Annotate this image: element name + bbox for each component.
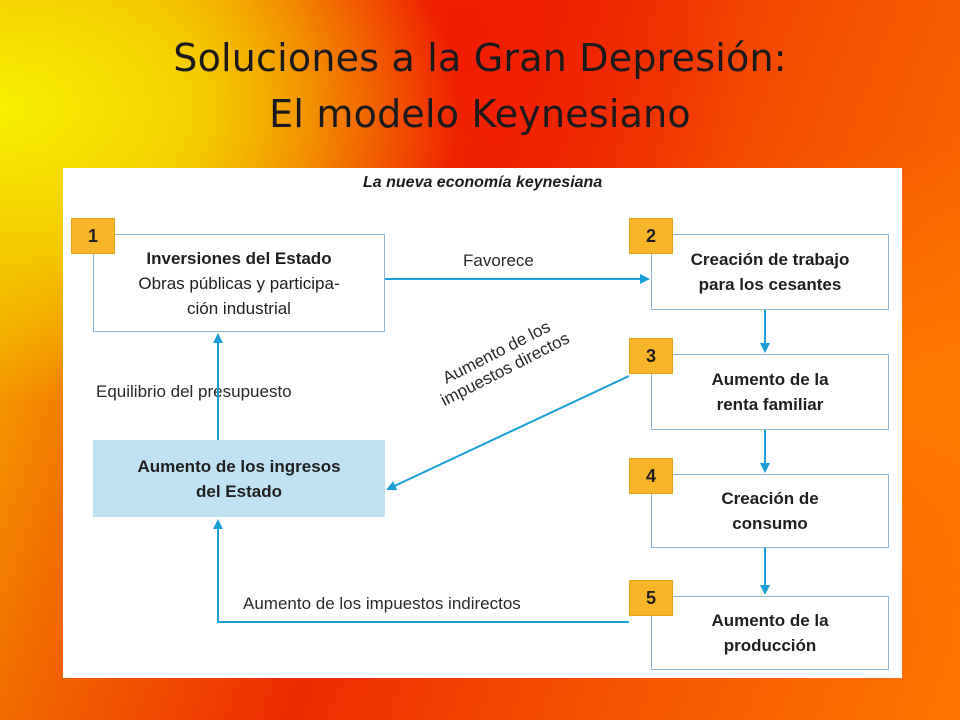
arrow-directos — [386, 375, 630, 491]
slide-title: Soluciones a la Gran Depresión: El model… — [0, 30, 960, 142]
arrow-indirectos — [213, 519, 629, 623]
state-box-line2: del Estado — [196, 481, 282, 501]
box1-sub1: Obras públicas y participa- — [138, 273, 340, 293]
state-box-line1: Aumento de los ingresos — [137, 456, 341, 476]
box3-line2: renta familiar — [716, 395, 824, 414]
arrows-layer — [213, 274, 770, 623]
box-family-income: Aumento de la renta familiar — [651, 354, 889, 430]
box1-title: Inversiones del Estado — [146, 248, 332, 268]
box2-line2: para los cesantes — [698, 275, 842, 294]
box3-line1: Aumento de la — [711, 370, 829, 389]
box5-line1: Aumento de la — [711, 611, 829, 630]
badge-4: 4 — [629, 458, 673, 494]
box5-line2: producción — [723, 636, 817, 655]
box-state-income: Aumento de los ingresos del Estado — [93, 440, 385, 517]
box4-line2: consumo — [732, 514, 808, 533]
slide-title-line1: Soluciones a la Gran Depresión: — [173, 36, 787, 80]
box-state-investment: Inversiones del Estado Obras públicas y … — [93, 234, 385, 332]
label-favorece: Favorece — [463, 251, 534, 270]
diagram-panel: La nueva economía keynesiana Inversiones… — [63, 168, 902, 678]
diagram-title: La nueva economía keynesiana — [363, 174, 603, 191]
box-job-creation: Creación de trabajo para los cesantes — [651, 234, 889, 310]
box-production: Aumento de la producción — [651, 596, 889, 670]
badge-1: 1 — [71, 218, 115, 254]
box1-sub2: ción industrial — [187, 298, 291, 318]
box4-line1: Creación de — [721, 489, 819, 508]
badge-5: 5 — [629, 580, 673, 616]
slide-title-line2: El modelo Keynesiano — [269, 92, 691, 136]
badge-3: 3 — [629, 338, 673, 374]
badge-2: 2 — [629, 218, 673, 254]
label-indirectos: Aumento de los impuestos indirectos — [243, 594, 521, 613]
box2-line1: Creación de trabajo — [690, 250, 850, 269]
box-consumption: Creación de consumo — [651, 474, 889, 548]
label-equilibrio: Equilibrio del presupuesto — [96, 382, 292, 401]
